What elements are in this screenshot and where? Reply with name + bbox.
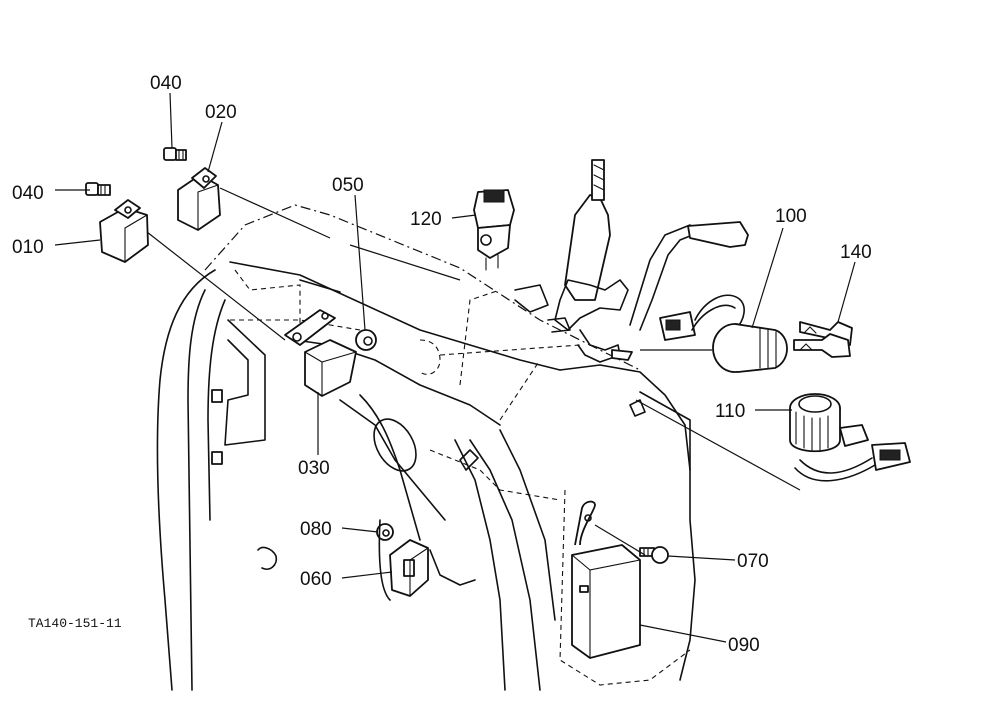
leader-lines xyxy=(54,92,856,643)
part-060-relay xyxy=(378,519,476,601)
callout-090: 090 xyxy=(728,635,760,656)
callout-040-left: 040 xyxy=(12,183,44,204)
part-020-relay xyxy=(177,167,221,231)
panel-side-edge xyxy=(639,391,691,471)
callout-050: 050 xyxy=(332,175,364,196)
clip-detail xyxy=(459,449,479,471)
callout-020: 020 xyxy=(205,102,237,123)
part-090-controller xyxy=(559,489,691,686)
callout-080: 080 xyxy=(300,519,332,540)
callout-030: 030 xyxy=(298,458,330,479)
part-110-rotary-switch xyxy=(789,393,911,482)
part-050-nut xyxy=(355,329,377,351)
callout-labels: 040 020 040 010 050 120 100 140 110 030 … xyxy=(12,73,872,656)
diagram-code: TA140-151-11 xyxy=(28,616,122,631)
steering-column xyxy=(514,159,749,363)
part-100-ignition-switch xyxy=(659,294,788,373)
callout-120: 120 xyxy=(410,209,442,230)
part-010-relay xyxy=(99,199,149,263)
part-140-keys xyxy=(793,321,853,358)
part-040b-bolt xyxy=(85,182,111,196)
callout-010: 010 xyxy=(12,237,44,258)
part-030-relay xyxy=(284,309,357,397)
part-040a-bolt xyxy=(163,147,187,161)
callout-100: 100 xyxy=(775,206,807,227)
bracket-detail xyxy=(629,399,646,417)
callout-040-top: 040 xyxy=(150,73,182,94)
callout-060: 060 xyxy=(300,569,332,590)
callout-070: 070 xyxy=(737,551,769,572)
dashboard-panel-body xyxy=(156,204,696,691)
part-120-switch xyxy=(473,189,515,271)
callout-110: 110 xyxy=(715,401,745,422)
callout-140: 140 xyxy=(840,242,872,263)
